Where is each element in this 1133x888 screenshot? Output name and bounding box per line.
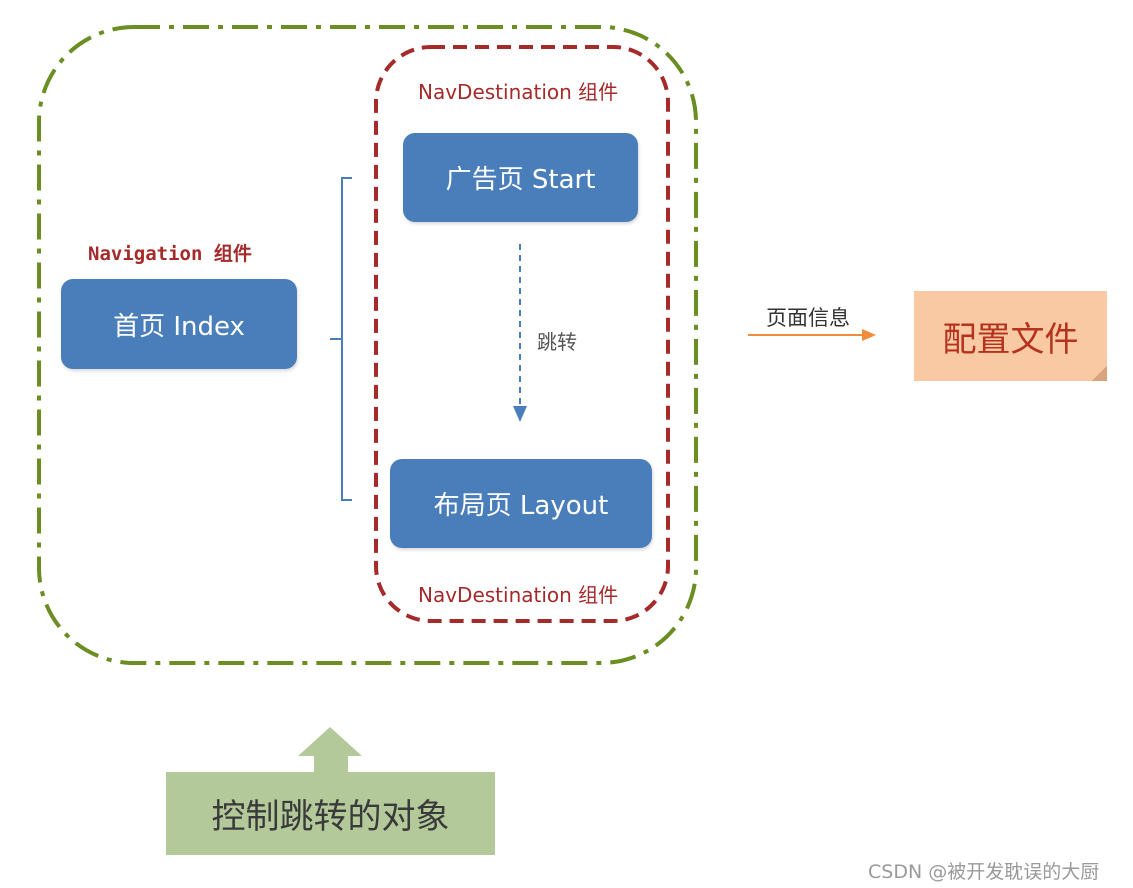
navigation-component-label: Navigation 组件 [88, 243, 252, 265]
start-page-box: 广告页 Start [403, 133, 638, 222]
page-info-label: 页面信息 [766, 306, 850, 330]
config-file-fold-corner [1092, 366, 1107, 381]
index-page-box: 首页 Index [61, 279, 297, 369]
control-object-box: 控制跳转的对象 [166, 772, 495, 855]
navdestination-container-border [374, 45, 670, 623]
navdestination-top-label: NavDestination 组件 [418, 80, 619, 104]
control-up-arrow [298, 727, 362, 772]
bracket-connector [330, 177, 352, 501]
jump-label: 跳转 [537, 330, 577, 354]
page-info-arrow-head [862, 329, 876, 341]
watermark-text: CSDN @被开发耽误的大厨 [868, 861, 1100, 883]
navdestination-bottom-label: NavDestination 组件 [418, 583, 619, 607]
jump-arrow-head [513, 406, 527, 422]
config-file-box: 配置文件 [914, 291, 1107, 381]
navigation-container-border [37, 25, 698, 665]
layout-page-box: 布局页 Layout [390, 459, 652, 548]
